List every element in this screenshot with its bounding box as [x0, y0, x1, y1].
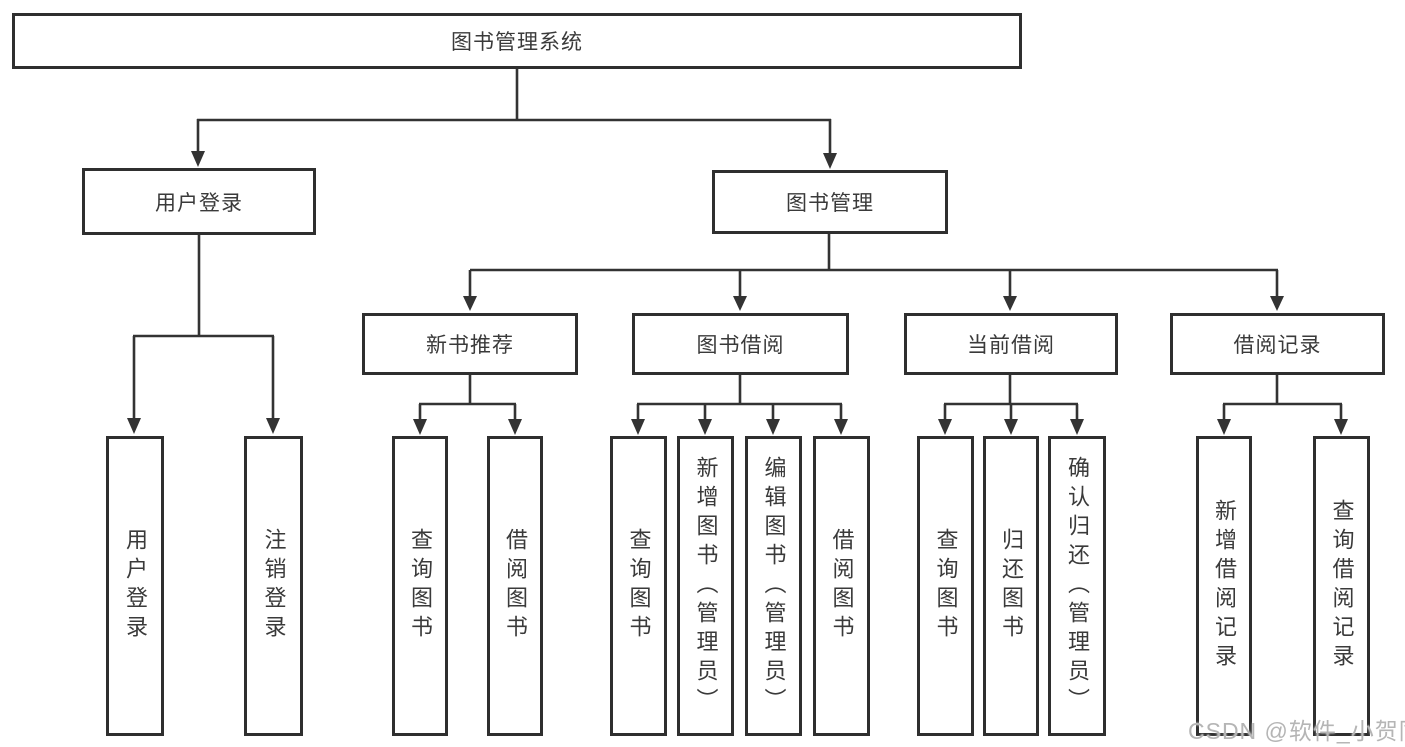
- node-leaf-return-book: 归还图书: [983, 436, 1039, 736]
- node-book-borrow: 图书借阅: [632, 313, 849, 375]
- node-leaf-query-books-3: 查询图书: [917, 436, 974, 736]
- node-library-management-system: 图书管理系统: [12, 13, 1022, 69]
- node-current-borrow: 当前借阅: [904, 313, 1118, 375]
- node-leaf-query-books-1: 查询图书: [392, 436, 448, 736]
- node-leaf-add-book-admin: 新增图书（管理员）: [677, 436, 734, 736]
- connector-user-login-children: [127, 234, 280, 434]
- node-leaf-edit-book-admin: 编辑图书（管理员）: [745, 436, 802, 736]
- node-user-login: 用户登录: [82, 168, 316, 235]
- node-leaf-user-login: 用户登录: [106, 436, 164, 736]
- csdn-watermark: CSDN @软件_小贺同学: [1188, 718, 1405, 744]
- connector-new-books-children: [413, 375, 522, 435]
- connector-root-to-level2: [191, 68, 837, 169]
- node-leaf-confirm-return-admin: 确认归还（管理员）: [1048, 436, 1106, 736]
- node-leaf-add-borrow-record: 新增借阅记录: [1196, 436, 1252, 736]
- node-book-management: 图书管理: [712, 170, 948, 234]
- node-leaf-query-borrow-record: 查询借阅记录: [1313, 436, 1370, 736]
- node-leaf-logout: 注销登录: [244, 436, 303, 736]
- connector-current-borrow-children: [938, 375, 1084, 435]
- connector-book-borrow-children: [631, 375, 848, 435]
- node-borrow-records: 借阅记录: [1170, 313, 1385, 375]
- connector-book-mgmt-children: [463, 233, 1284, 311]
- node-leaf-query-books-2: 查询图书: [610, 436, 667, 736]
- connector-borrow-records-children: [1217, 375, 1348, 435]
- node-leaf-borrow-books-1: 借阅图书: [487, 436, 543, 736]
- node-leaf-borrow-books-2: 借阅图书: [813, 436, 870, 736]
- node-new-book-recommend: 新书推荐: [362, 313, 578, 375]
